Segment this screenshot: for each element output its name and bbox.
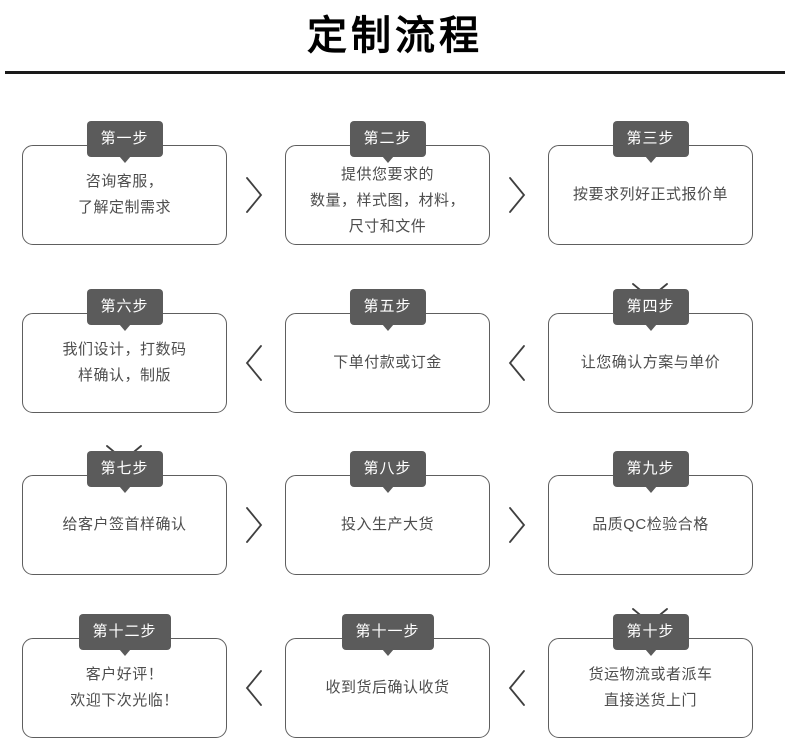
flow-row: 客户好评！ 欢迎下次光临！ 第十二步 收到货后确认收货 第十一步 货运物流或者派… xyxy=(0,614,790,738)
step-text-line: 我们设计，打数码 xyxy=(62,341,187,358)
page-title: 定制流程 xyxy=(307,14,483,58)
step-number-tab: 第一步 xyxy=(86,121,163,163)
step-number-tab: 第十一步 xyxy=(341,614,434,656)
flow-step-card[interactable]: 收到货后确认收货 第十一步 xyxy=(285,614,490,738)
step-number-tab: 第九步 xyxy=(612,451,689,493)
flow-step-card[interactable]: 给客户签首样确认 第七步 xyxy=(22,451,227,575)
step-body: 客户好评！ 欢迎下次光临！ xyxy=(22,638,227,738)
step-text-line: 样确认，制版 xyxy=(77,367,171,384)
flow-step-card[interactable]: 货运物流或者派车 直接送货上门 第十步 xyxy=(548,614,753,738)
step-number-tab: 第十二步 xyxy=(78,614,171,656)
step-body: 货运物流或者派车 直接送货上门 xyxy=(548,638,753,738)
chevron-left-icon xyxy=(239,340,269,386)
page-header: 定制流程 xyxy=(0,0,790,80)
step-number-tab: 第七步 xyxy=(86,451,163,493)
flow-step-card[interactable]: 按要求列好正式报价单 第三步 xyxy=(548,121,753,245)
step-text-line: 投入生产大货 xyxy=(340,516,434,533)
chevron-left-icon xyxy=(502,340,532,386)
step-text-line: 让您确认方案与单价 xyxy=(580,354,721,371)
step-body: 给客户签首样确认 xyxy=(22,475,227,575)
process-flow-diagram: 咨询客服， 了解定制需求 第一步 提供您要求的 数量，样式图，材料， 尺寸和文件… xyxy=(0,80,790,754)
step-text-line: 货运物流或者派车 xyxy=(588,666,713,683)
flow-row: 咨询客服， 了解定制需求 第一步 提供您要求的 数量，样式图，材料， 尺寸和文件… xyxy=(0,121,790,245)
step-text-line: 欢迎下次光临！ xyxy=(70,692,179,709)
step-text-line: 直接送货上门 xyxy=(603,692,697,709)
step-body: 咨询客服， 了解定制需求 xyxy=(22,145,227,245)
step-text-line: 客户好评！ xyxy=(85,666,164,683)
flow-row: 我们设计，打数码 样确认，制版 第六步 下单付款或订金 第五步 让您确认方案与单… xyxy=(0,289,790,413)
chevron-right-icon xyxy=(239,172,269,218)
step-text-line: 按要求列好正式报价单 xyxy=(572,186,728,203)
flow-step-card[interactable]: 咨询客服， 了解定制需求 第一步 xyxy=(22,121,227,245)
flow-step-card[interactable]: 提供您要求的 数量，样式图，材料， 尺寸和文件 第二步 xyxy=(285,121,490,245)
flow-row: 给客户签首样确认 第七步 投入生产大货 第八步 品质QC检验合格 第九步 xyxy=(0,451,790,575)
step-text-line: 给客户签首样确认 xyxy=(62,516,187,533)
step-number-tab: 第三步 xyxy=(612,121,689,163)
flow-step-card[interactable]: 客户好评！ 欢迎下次光临！ 第十二步 xyxy=(22,614,227,738)
step-number-tab: 第六步 xyxy=(86,289,163,331)
step-number-tab: 第五步 xyxy=(349,289,426,331)
step-body: 提供您要求的 数量，样式图，材料， 尺寸和文件 xyxy=(285,145,490,251)
step-number-tab: 第八步 xyxy=(349,451,426,493)
step-number-tab: 第十步 xyxy=(612,614,689,656)
chevron-right-icon xyxy=(239,502,269,548)
step-body: 品质QC检验合格 xyxy=(548,475,753,575)
chevron-right-icon xyxy=(502,172,532,218)
step-number-tab: 第二步 xyxy=(349,121,426,163)
step-body: 下单付款或订金 xyxy=(285,313,490,413)
step-text-line: 下单付款或订金 xyxy=(333,354,442,371)
step-text-line: 数量，样式图，材料， xyxy=(309,192,465,209)
step-body: 我们设计，打数码 样确认，制版 xyxy=(22,313,227,413)
title-divider xyxy=(5,71,785,74)
step-body: 按要求列好正式报价单 xyxy=(548,145,753,245)
chevron-right-icon xyxy=(502,502,532,548)
step-body: 让您确认方案与单价 xyxy=(548,313,753,413)
chevron-left-icon xyxy=(502,665,532,711)
chevron-left-icon xyxy=(239,665,269,711)
step-text-line: 了解定制需求 xyxy=(77,199,171,216)
step-text-line: 收到货后确认收货 xyxy=(325,679,450,696)
flow-step-card[interactable]: 让您确认方案与单价 第四步 xyxy=(548,289,753,413)
step-text-line: 咨询客服， xyxy=(85,173,164,190)
step-text-line: 品质QC检验合格 xyxy=(592,516,709,533)
step-body: 收到货后确认收货 xyxy=(285,638,490,738)
flow-step-card[interactable]: 下单付款或订金 第五步 xyxy=(285,289,490,413)
step-text-line: 提供您要求的 xyxy=(340,166,434,183)
step-box xyxy=(548,475,753,575)
flow-step-card[interactable]: 我们设计，打数码 样确认，制版 第六步 xyxy=(22,289,227,413)
step-number-tab: 第四步 xyxy=(612,289,689,331)
step-text-line: 尺寸和文件 xyxy=(348,218,427,235)
step-body: 投入生产大货 xyxy=(285,475,490,575)
flow-step-card[interactable]: 投入生产大货 第八步 xyxy=(285,451,490,575)
flow-step-card[interactable]: 品质QC检验合格 第九步 xyxy=(548,451,753,575)
